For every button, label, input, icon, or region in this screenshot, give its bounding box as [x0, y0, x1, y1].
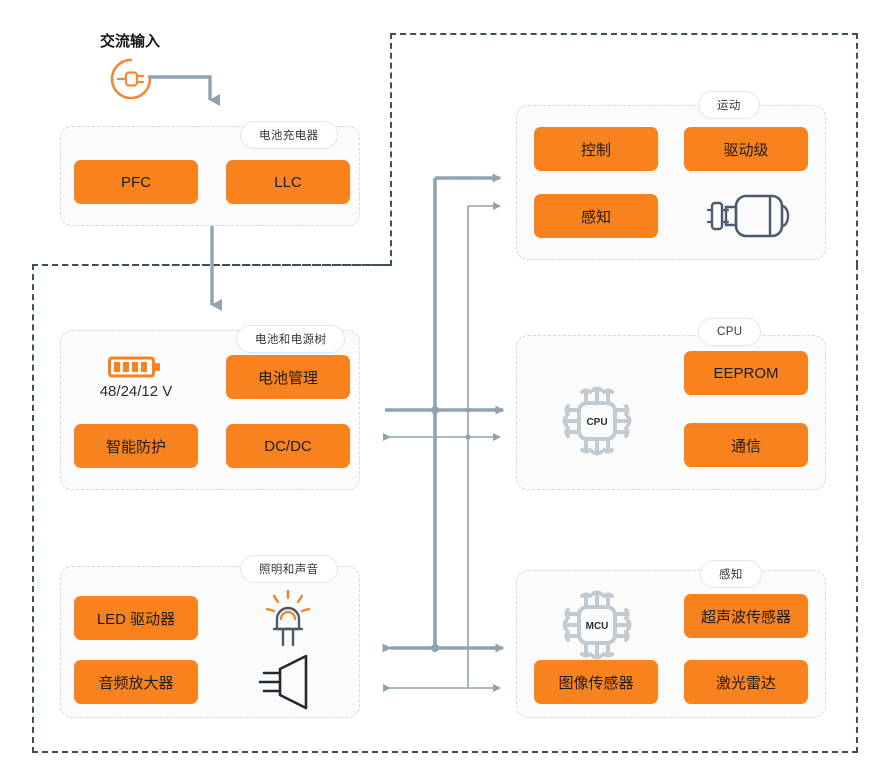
mcu-chip-icon: MCU — [556, 584, 638, 666]
block-ultrasonic-sensor[interactable]: 超声波传感器 — [684, 594, 808, 638]
ac-input-title: 交流输入 — [100, 33, 161, 50]
block-motion-sensing[interactable]: 感知 — [534, 194, 658, 238]
block-smart-protection[interactable]: 智能防护 — [74, 424, 198, 468]
panel-label-lighting-sound: 照明和声音 — [240, 555, 338, 583]
panel-label-cpu: CPU — [698, 318, 762, 346]
boundary-mask-upper-join — [392, 262, 856, 268]
mcu-chip-text: MCU — [586, 621, 609, 632]
panel-label-battery-charger: 电池充电器 — [240, 121, 338, 149]
block-pfc[interactable]: PFC — [74, 160, 198, 204]
block-battery-management[interactable]: 电池管理 — [226, 355, 350, 399]
battery-icon — [108, 353, 164, 381]
panel-label-perception: 感知 — [700, 560, 762, 588]
block-led-driver[interactable]: LED 驱动器 — [74, 596, 198, 640]
block-audio-amplifier[interactable]: 音频放大器 — [74, 660, 198, 704]
block-communication[interactable]: 通信 — [684, 423, 808, 467]
block-eeprom[interactable]: EEPROM — [684, 351, 808, 395]
system-boundary-top-link — [32, 264, 392, 266]
block-control[interactable]: 控制 — [534, 127, 658, 171]
block-drive-stage[interactable]: 驱动级 — [684, 127, 808, 171]
panel-label-motion: 运动 — [698, 91, 760, 119]
speaker-icon — [254, 651, 324, 713]
cpu-chip-icon: CPU — [556, 380, 638, 462]
block-llc[interactable]: LLC — [226, 160, 350, 204]
block-image-sensor[interactable]: 图像传感器 — [534, 660, 658, 704]
system-boundary-upper — [390, 33, 858, 266]
block-lidar[interactable]: 激光雷达 — [684, 660, 808, 704]
ac-plug-icon — [106, 55, 158, 103]
battery-voltage-label: 48/24/12 V — [99, 383, 173, 400]
motor-icon — [700, 190, 794, 242]
led-lamp-icon — [255, 585, 321, 651]
panel-label-battery-power-tree: 电池和电源树 — [236, 325, 346, 353]
block-dcdc[interactable]: DC/DC — [226, 424, 350, 468]
cpu-chip-text: CPU — [586, 417, 607, 428]
